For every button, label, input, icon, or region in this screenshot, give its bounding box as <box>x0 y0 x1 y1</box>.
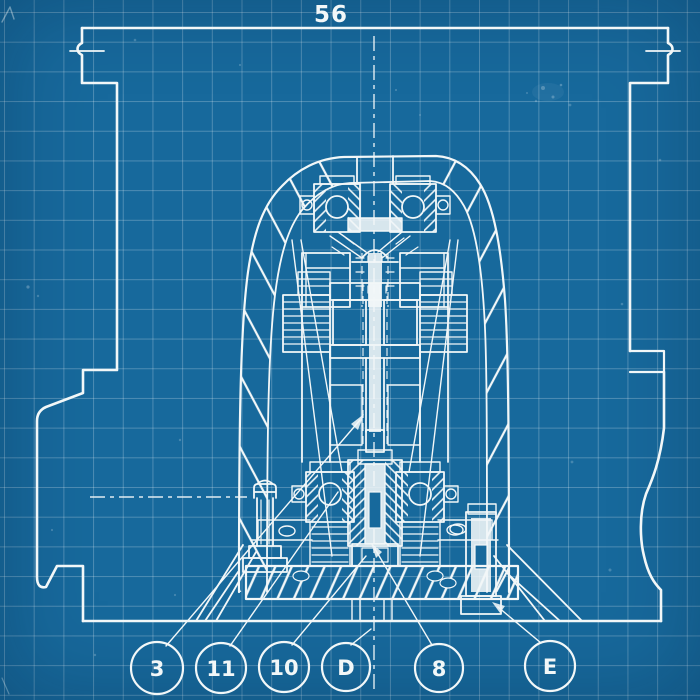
housing-feet <box>251 519 499 541</box>
right-wall-hatch <box>430 156 509 592</box>
upper-bearing-right-ball <box>401 195 425 219</box>
foot-hole-left <box>278 525 296 537</box>
leader-3-arrowhead <box>351 414 364 430</box>
skirt-legs <box>195 544 583 622</box>
gear-stack <box>282 271 468 359</box>
lower-right-ear-tab <box>443 485 459 503</box>
spring-right <box>399 521 441 567</box>
dimension-label: 56 <box>314 2 348 28</box>
mid-column-section <box>301 306 449 463</box>
adjusting-screw-top <box>365 429 385 453</box>
paper-texture <box>1 6 662 695</box>
gear-teeth-right <box>419 301 468 345</box>
callout-balloon-11: 11 <box>194 641 248 695</box>
dome-outer-line <box>237 154 511 594</box>
plate-hole-right <box>439 577 457 589</box>
spring-left <box>309 521 351 567</box>
right-wall-notch <box>628 349 666 374</box>
base-plate <box>244 564 520 622</box>
leader-11 <box>229 491 339 647</box>
plate-hole-mid <box>426 570 444 582</box>
callout-label-10: 10 <box>269 656 298 680</box>
dome-inner-line <box>266 180 488 593</box>
screw-slot <box>368 491 382 529</box>
callout-label-8: 8 <box>432 657 447 681</box>
leader-8-arrowhead <box>371 543 382 558</box>
leader-10 <box>291 555 367 646</box>
vessel-right-wall <box>628 26 674 353</box>
upper-left-ear-tab <box>299 195 315 215</box>
callout-label-3: 3 <box>150 657 165 681</box>
lower-bearing-left-ball <box>318 482 342 506</box>
callout-balloon-D: D <box>320 641 372 693</box>
callout-balloon-8: 8 <box>413 642 465 694</box>
callout-balloon-E: E <box>523 639 577 693</box>
lower-left-ear-tab <box>291 485 307 503</box>
bearing-center-bar <box>348 218 402 231</box>
callout-label-E: E <box>543 655 557 679</box>
leader-8 <box>374 548 433 646</box>
callout-label-D: D <box>337 656 354 680</box>
leader-E-arrowhead <box>492 602 505 613</box>
gear-teeth-left <box>282 301 331 345</box>
callout-balloon-10: 10 <box>257 640 311 694</box>
top-shaft-stub <box>356 155 394 185</box>
upper-right-ear-tab <box>435 195 451 215</box>
leader-E <box>497 606 542 644</box>
dimension-56: 56 <box>314 2 348 28</box>
shaft-highlight <box>369 283 381 358</box>
upper-bearing-assembly <box>299 175 451 233</box>
callout-balloons: 3 11 10 D 8 E <box>129 639 577 696</box>
callout-label-11: 11 <box>206 657 235 681</box>
vessel-outline <box>35 26 681 623</box>
plate-hole-left <box>292 570 310 582</box>
leader-D <box>350 628 372 646</box>
vessel-left-wall <box>35 26 119 623</box>
leader-lines <box>165 414 542 647</box>
upper-bearing-left-ball <box>325 195 349 219</box>
lower-bearing-assembly <box>291 429 459 567</box>
vessel-right-lower-wall <box>639 370 666 623</box>
lower-bearing-right-ball <box>408 482 432 506</box>
leader-3 <box>165 419 361 647</box>
callout-balloon-3: 3 <box>129 640 185 696</box>
